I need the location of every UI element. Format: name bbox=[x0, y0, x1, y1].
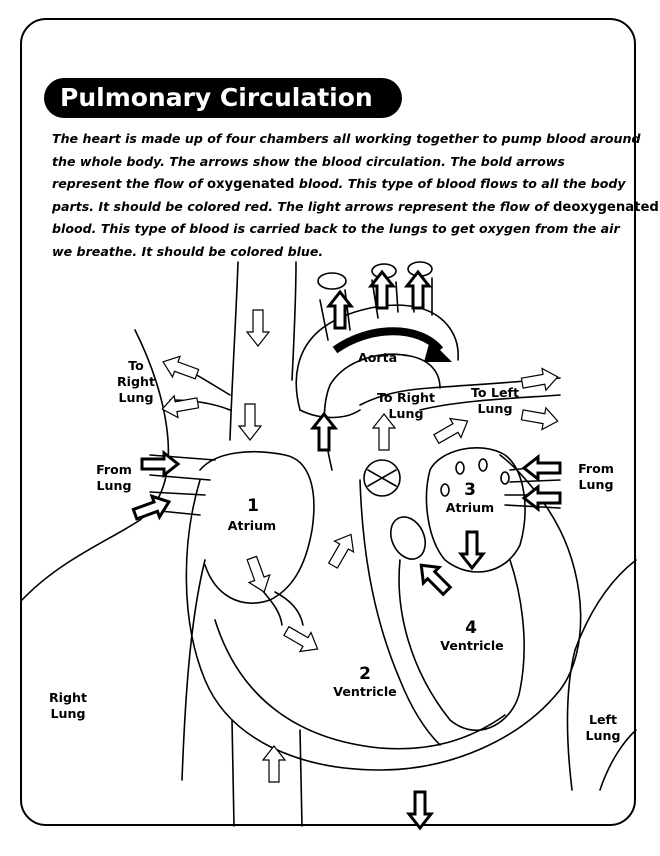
chamber-2-name: Ventricle bbox=[333, 684, 397, 699]
to-right-lung-label-center: To Right Lung bbox=[377, 390, 435, 421]
intro-line: The heart is made up of four chambers al… bbox=[52, 131, 641, 146]
page-frame bbox=[20, 18, 636, 826]
from-lung-label-right: From Lung bbox=[578, 461, 614, 492]
from-lung-label-left: From Lung bbox=[96, 462, 132, 493]
intro-line: blood. This type of blood is carried bac… bbox=[52, 221, 620, 237]
right-atrium-outline bbox=[199, 450, 315, 604]
aorta-outline bbox=[295, 304, 459, 411]
left-atrium-outline bbox=[425, 447, 526, 573]
deoxygenated-term: deoxygenated bbox=[552, 199, 659, 215]
aorta-curved-arrow bbox=[332, 327, 444, 354]
title-banner bbox=[44, 78, 402, 118]
left-lung-label: Left Lung bbox=[585, 712, 621, 743]
intro-line: the whole body. The arrows show the bloo… bbox=[52, 153, 565, 169]
chamber-4-number: 4 bbox=[465, 618, 477, 638]
to-left-lung-label: To Left Lung bbox=[470, 385, 520, 416]
intro-line: parts. It should be colored red. The lig… bbox=[52, 198, 659, 215]
chamber-3-name: Atrium bbox=[445, 500, 495, 515]
chamber-4-name: Ventricle bbox=[440, 638, 504, 653]
chamber-1-name: Atrium bbox=[227, 518, 277, 533]
superior-vena-cava bbox=[229, 261, 239, 441]
to-right-lung-label-left: To Right Lung bbox=[116, 358, 155, 405]
aorta-label: Aorta bbox=[358, 350, 398, 365]
left-lung-outline bbox=[566, 559, 637, 791]
intro-line: we breathe. It should be colored blue. bbox=[52, 243, 324, 259]
oxygenated-arrows bbox=[129, 270, 562, 830]
inferior-vena-cava bbox=[231, 719, 235, 827]
right-lung-label: Right Lung bbox=[48, 690, 87, 721]
heart-outline bbox=[185, 454, 582, 771]
intro-line: represent the flow of oxygenated blood. … bbox=[52, 176, 626, 193]
chamber-3-number: 3 bbox=[464, 480, 476, 500]
page-title: Pulmonary Circulation bbox=[60, 83, 373, 112]
intro-paragraph: The heart is made up of four chambers al… bbox=[52, 128, 659, 264]
chamber-1-number: 1 bbox=[247, 496, 259, 516]
chamber-2-number: 2 bbox=[359, 664, 371, 684]
oxygenated-term: oxygenated bbox=[206, 177, 295, 193]
left-ventricle-outline bbox=[398, 559, 525, 732]
deoxygenated-arrows bbox=[158, 309, 561, 783]
